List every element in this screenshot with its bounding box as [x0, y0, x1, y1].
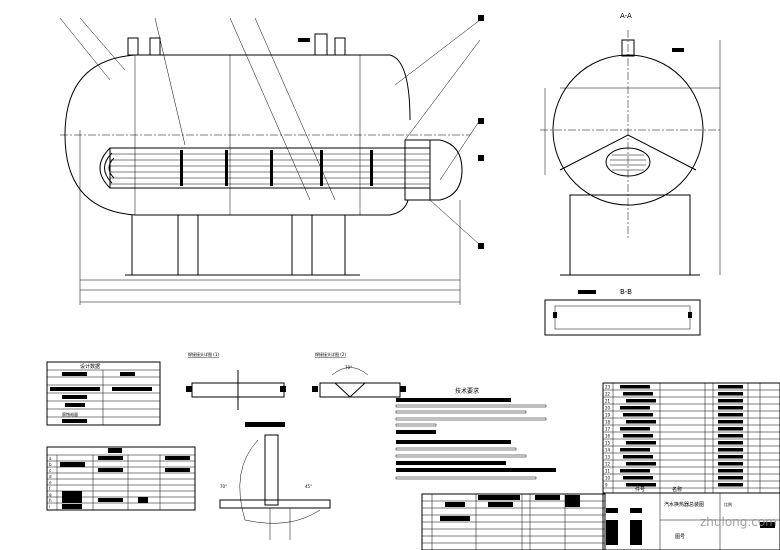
lower-parts-table [421, 493, 606, 550]
parts-row-name-block [620, 448, 650, 452]
parts-row-material-block [718, 420, 743, 424]
angle-label: 45° [305, 484, 312, 489]
design-data-table: 设计数据 腐蚀裕量 [46, 361, 161, 426]
parts-row-name-block [626, 441, 656, 445]
scale-label: 比例 [724, 501, 732, 507]
parts-row-name-block [620, 385, 650, 389]
angle-label: 70° [220, 484, 227, 489]
parts-row-material-block [718, 455, 743, 459]
technical-notes: 技术要求 [395, 387, 556, 480]
notes-title: 技术要求 [455, 387, 479, 395]
parts-row-name-block [626, 420, 656, 424]
nozzle-symbol: g [49, 492, 52, 497]
parts-row-material-block [718, 385, 743, 389]
section-aa-label: A-A [620, 12, 632, 20]
parts-row-name-block [623, 476, 653, 480]
parts-row-name-block [626, 462, 656, 466]
parts-row-number: 19 [605, 413, 611, 418]
nozzle-symbol: i [49, 504, 50, 509]
parts-row-material-block [718, 448, 743, 452]
parts-row-material-block [718, 427, 743, 431]
tube-bundle [99, 147, 431, 189]
parts-header-name: 名称 [672, 486, 682, 493]
supports [125, 214, 360, 276]
drawing-title: 汽水换热器总装图 [664, 501, 704, 508]
parts-row-material-block [718, 406, 743, 410]
parts-row-name-block [620, 406, 650, 410]
parts-row-number: 18 [605, 420, 611, 425]
section-a-a-view: A-A [540, 12, 721, 276]
parts-row-name-block [623, 392, 653, 396]
parts-list: 23 22 21 20 19 18 17 16 15 14 13 12 11 10 9 件号 名称 [602, 382, 780, 494]
section-bb-label: B-B [620, 288, 632, 296]
parts-header-no: 件号 [635, 486, 645, 493]
parts-row-number: 11 [605, 469, 611, 474]
spec-table-title: 设计数据 [80, 363, 100, 370]
parts-row-name-block [623, 434, 653, 438]
nozzle-symbol: f [49, 486, 51, 491]
parts-row-material-block [718, 392, 743, 396]
section-b-b-view: B-B [544, 288, 701, 336]
parts-row-number: 9 [605, 483, 608, 488]
watermark: zhulong.com [700, 515, 777, 529]
parts-row-number: 20 [605, 406, 611, 411]
parts-row-material-block [718, 483, 743, 487]
sheet-label: 图号 [675, 534, 685, 540]
spec-row-label: 腐蚀裕量 [62, 411, 78, 417]
parts-row-number: 12 [605, 462, 611, 467]
parts-row-name-block [620, 469, 650, 473]
right-head [389, 54, 411, 216]
angle-label: 70° [345, 365, 352, 370]
nozzle-symbol: a [49, 456, 52, 461]
parts-row-number: 13 [605, 455, 611, 460]
parts-row-material-block [718, 469, 743, 473]
parts-row-name-block [623, 413, 653, 417]
parts-row-name-block [623, 455, 653, 459]
parts-row-name-block [626, 399, 656, 403]
weld-details: 焊接接头详图 (1) 焊接接头详图 (2) 70° 70° 45° [186, 351, 406, 540]
nozzle-symbol: b [49, 462, 52, 467]
parts-row-material-block [718, 399, 743, 403]
nozzle-symbol: d [49, 474, 52, 479]
weld-detail-2-title: 焊接接头详图 (2) [315, 351, 346, 357]
parts-row-number: 14 [605, 448, 611, 453]
parts-row-material-block [718, 413, 743, 417]
parts-row-number: 10 [605, 476, 611, 481]
title-block: 汽水换热器总装图 图号 比例 [602, 492, 780, 550]
nozzle-symbol: h [49, 498, 52, 503]
parts-row-number: 15 [605, 441, 611, 446]
nozzle-symbol: e [49, 480, 52, 485]
parts-row-material-block [718, 462, 743, 466]
parts-row-number: 23 [605, 385, 611, 390]
parts-row-number: 22 [605, 392, 611, 397]
channel-box [404, 139, 463, 201]
parts-row-material-block [718, 476, 743, 480]
parts-row-number: 21 [605, 399, 611, 404]
parts-row-number: 17 [605, 427, 611, 432]
parts-row-name-block [620, 427, 650, 431]
parts-row-material-block [718, 434, 743, 438]
nozzle-table: a b c d e f g h i [46, 446, 196, 511]
parts-row-material-block [718, 441, 743, 445]
parts-row-number: 16 [605, 434, 611, 439]
parts-row-name-block [626, 483, 656, 487]
nozzle-symbol: c [49, 468, 51, 473]
vessel-elevation [59, 15, 484, 305]
weld-detail-1-title: 焊接接头详图 (1) [188, 351, 219, 357]
